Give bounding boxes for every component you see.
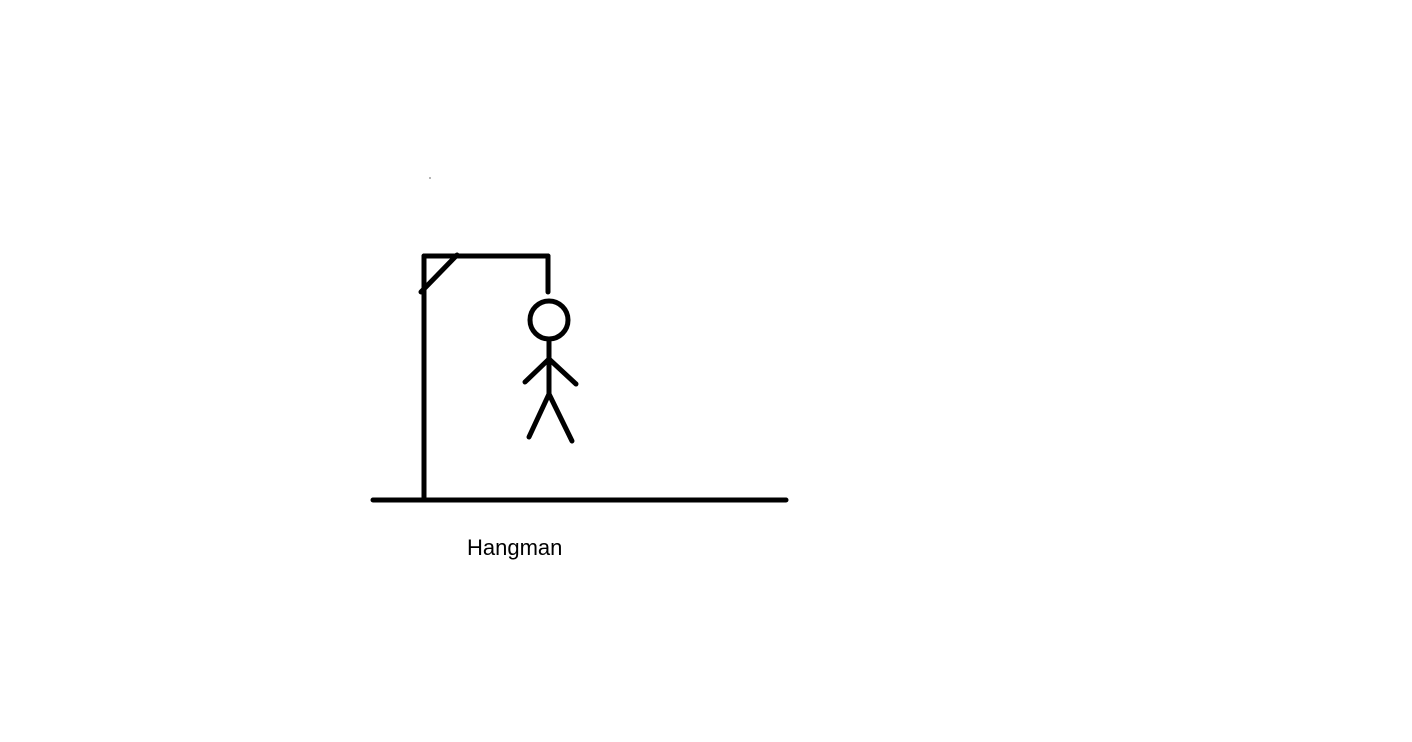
gallows xyxy=(370,252,789,503)
figure-right-arm xyxy=(546,356,579,387)
figure-left-arm xyxy=(522,356,552,385)
gallows-brace xyxy=(418,252,460,295)
stray-dot xyxy=(429,177,431,179)
figure-right-leg xyxy=(546,391,575,444)
stick-figure xyxy=(522,298,579,444)
figure-left-leg xyxy=(526,391,552,440)
figure-head xyxy=(527,298,571,342)
caption-label: Hangman xyxy=(467,535,563,560)
